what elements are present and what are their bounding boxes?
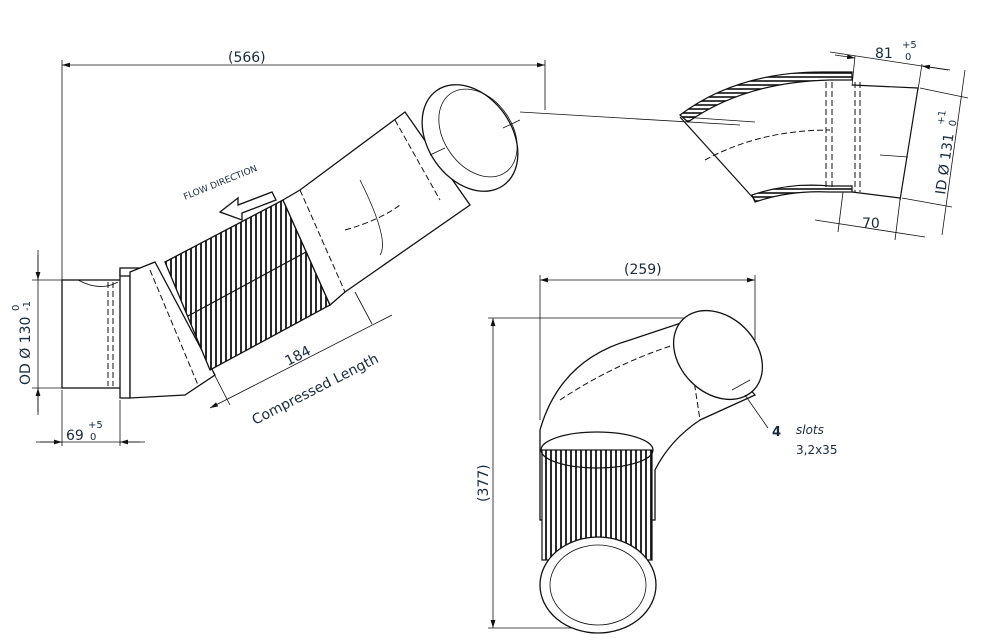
- left-tol-upper: +5: [88, 420, 103, 431]
- detail-length-label: 81: [875, 46, 893, 62]
- slots-count: 4: [772, 425, 781, 440]
- bottom-width-label: (259): [624, 262, 662, 278]
- detail-tol-upper: +5: [902, 40, 917, 51]
- left-tol-lower: 0: [90, 432, 96, 443]
- od-tol-lower: -1: [22, 301, 33, 311]
- cone-section: [129, 261, 216, 399]
- side-view: (566) FLOW DIRECTION: [11, 50, 741, 446]
- outlet-pipe: [61, 279, 123, 389]
- outlet-end: [539, 536, 657, 634]
- slots-size: 3,2x35: [796, 443, 837, 457]
- id-tol-upper: +1: [936, 109, 949, 125]
- left-length-label: 69: [66, 428, 84, 444]
- inlet-end-front: [672, 309, 764, 401]
- flow-direction-label: FLOW DIRECTION: [182, 164, 259, 203]
- inlet-end: [421, 84, 519, 192]
- overall-length-label: (566): [228, 50, 266, 66]
- section-detail: 81 +5 0 ID Ø 131 +1 0 70: [679, 40, 969, 241]
- od-tol-upper: 0: [11, 305, 22, 311]
- compressed-value: 184: [283, 343, 314, 369]
- bottom-height-label: (377): [476, 464, 492, 502]
- od-label: OD Ø 130: [18, 317, 34, 385]
- detail-tol-lower: 0: [905, 52, 911, 63]
- detail-inner-label: 70: [862, 216, 880, 232]
- flow-arrow-icon: [218, 191, 277, 221]
- id-label: ID Ø 131: [933, 132, 957, 195]
- compressed-length-label: Compressed Length: [250, 351, 382, 429]
- slots-label: slots: [796, 423, 824, 437]
- front-view: (259) (377) 4 slots 3,2x35: [476, 262, 837, 634]
- id-tol-lower: 0: [948, 119, 960, 127]
